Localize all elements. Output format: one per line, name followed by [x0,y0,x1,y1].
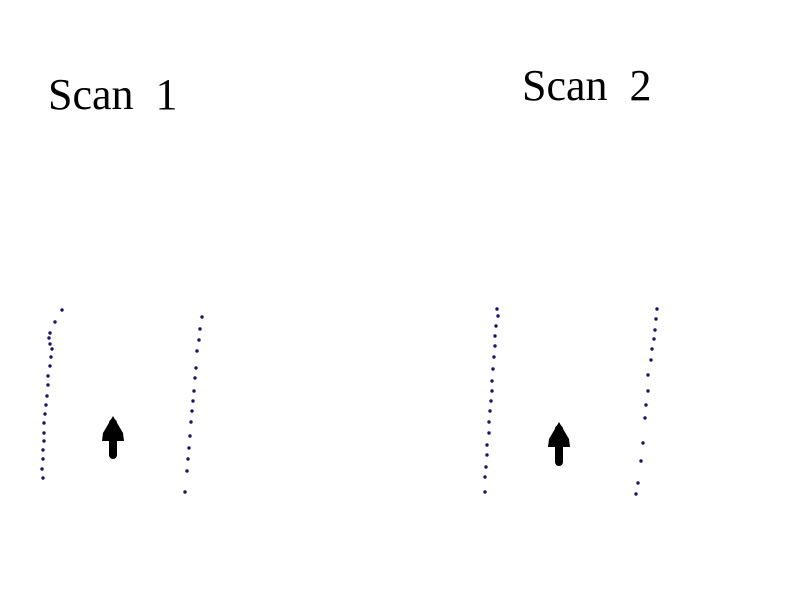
laser-point [495,307,499,311]
laser-point [636,481,640,485]
laser-point [53,320,57,324]
laser-point [493,334,497,338]
scan-2-title: Scan 2 [522,61,652,110]
laser-point [45,394,49,398]
laser-point [40,467,44,471]
laser-point [185,469,189,473]
laser-point [655,307,659,311]
laser-point [649,358,653,362]
laser-point [42,431,46,435]
laser-point [48,342,52,346]
laser-point [644,403,648,407]
laser-point [493,344,497,348]
laser-point [485,453,489,457]
laser-point [489,399,493,403]
laser-point [187,446,191,450]
laser-point [197,338,201,342]
laser-point [483,475,487,479]
laser-point [192,389,196,393]
laser-point [487,420,491,424]
laser-point [634,492,638,496]
laser-point [193,376,197,380]
laser-point [487,431,491,435]
laser-point [646,389,650,393]
laser-point [47,336,51,340]
laser-point [483,490,487,494]
laser-point [43,412,47,416]
laser-point [490,379,494,383]
laser-point [494,324,498,328]
laser-point [48,331,52,335]
laser-point [646,373,650,377]
laser-point [41,476,45,480]
laser-point [643,416,647,420]
laser-point [195,349,199,353]
laser-point [198,327,202,331]
laser-point [42,439,46,443]
laser-point [496,314,500,318]
laser-point [641,441,645,445]
laser-point [639,459,643,463]
laser-point [491,367,495,371]
laser-point [188,434,192,438]
laser-point [189,420,193,424]
laser-point [190,409,194,413]
laser-point [194,366,198,370]
laser-point [490,389,494,393]
laser-point [200,315,204,319]
laser-point [183,490,187,494]
scan-1-title: Scan 1 [48,70,178,119]
laser-point [191,399,195,403]
laser-point [49,355,53,359]
robot-arrow-icon [548,422,570,466]
laser-point [492,355,496,359]
laser-point [650,347,654,351]
laser-point [50,347,54,351]
laser-point [46,374,50,378]
laser-point [46,383,50,387]
laser-point [653,328,657,332]
laser-point [60,308,64,312]
laser-point [488,409,492,413]
laser-point [41,448,45,452]
laser-point [654,317,658,321]
laser-points-layer [40,307,659,496]
laser-point [485,443,489,447]
laser-point [44,403,48,407]
laser-point [42,421,46,425]
laser-point [186,457,190,461]
laser-point [484,465,488,469]
laser-point [48,364,52,368]
laser-point [652,337,656,341]
robot-arrow-icon [102,416,124,459]
laser-point [41,457,45,461]
